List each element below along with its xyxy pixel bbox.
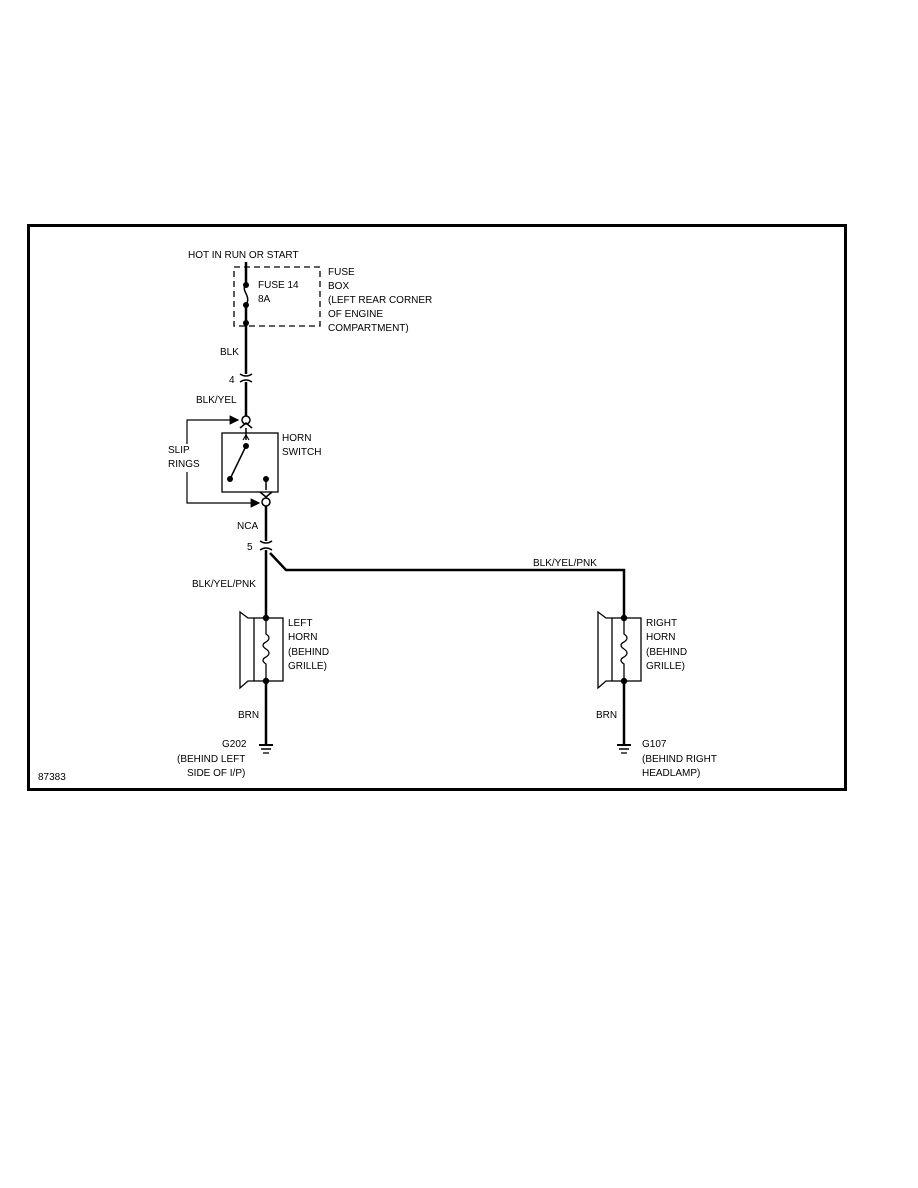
wire-label-blk-yel-pnk-left: BLK/YEL/PNK (192, 579, 256, 590)
ground-left-id: G202 (222, 739, 247, 750)
horn-switch-box (221, 432, 279, 493)
fuse-box-label-3: (LEFT REAR CORNER (328, 295, 432, 306)
ground-right-location-2: HEADLAMP) (642, 768, 700, 779)
slip-rings-arrow-top (186, 415, 240, 444)
horn-switch-icon (227, 428, 269, 490)
wire-label-blk: BLK (220, 347, 239, 358)
slip-rings-label-2: RINGS (168, 459, 200, 470)
fuse-box-label-2: BOX (328, 281, 349, 292)
fuse-icon (243, 282, 249, 308)
power-source-label: HOT IN RUN OR START (188, 250, 299, 261)
ground-left-location-2: SIDE OF I/P) (187, 768, 245, 779)
ground-left-location-1: (BEHIND LEFT (177, 754, 245, 765)
connector-4-icon (239, 373, 253, 383)
right-horn-label-3: (BEHIND (646, 647, 687, 658)
wire-label-nca: NCA (237, 521, 258, 532)
left-horn-label-1: LEFT (288, 618, 312, 629)
wire-blk-yel-pnk-right (269, 552, 626, 618)
connector-4-label: 4 (229, 375, 235, 386)
diagram-frame (27, 224, 847, 791)
connector-5-label: 5 (247, 542, 253, 553)
left-horn-label-4: GRILLE) (288, 661, 327, 672)
ground-right-icon (617, 744, 631, 754)
right-horn-label-2: HORN (646, 632, 675, 643)
ground-left-icon (259, 744, 273, 754)
right-horn-label-4: GRILLE) (646, 661, 685, 672)
slip-rings-label-1: SLIP (168, 445, 190, 456)
left-horn-icon (239, 610, 284, 690)
left-horn-label-3: (BEHIND (288, 647, 329, 658)
wire-label-blk-yel: BLK/YEL (196, 395, 237, 406)
horn-switch-label-1: HORN (282, 433, 311, 444)
fuse-rating: 8A (258, 294, 271, 305)
slip-rings-arrow-bottom (186, 472, 261, 508)
connector-5-icon (259, 540, 273, 551)
wire-label-brn-right: BRN (596, 710, 617, 721)
fuse-box-outline (233, 266, 321, 327)
right-horn-label-1: RIGHT (646, 618, 677, 629)
fuse-name: FUSE 14 (258, 280, 299, 291)
fuse-box-label-1: FUSE (328, 267, 355, 278)
slip-ring-top-icon (239, 415, 253, 429)
left-horn-label-2: HORN (288, 632, 317, 643)
ground-right-id: G107 (642, 739, 667, 750)
wire-label-blk-yel-pnk-right: BLK/YEL/PNK (533, 558, 597, 569)
right-horn-icon (597, 610, 642, 690)
fuse-box-label-4: OF ENGINE (328, 309, 383, 320)
figure-number: 87383 (38, 772, 66, 783)
wire-label-brn-left: BRN (238, 710, 259, 721)
fuse-box-label-5: COMPARTMENT) (328, 323, 409, 334)
horn-switch-label-2: SWITCH (282, 447, 321, 458)
ground-right-location-1: (BEHIND RIGHT (642, 754, 717, 765)
slip-ring-bottom-icon (259, 491, 273, 507)
